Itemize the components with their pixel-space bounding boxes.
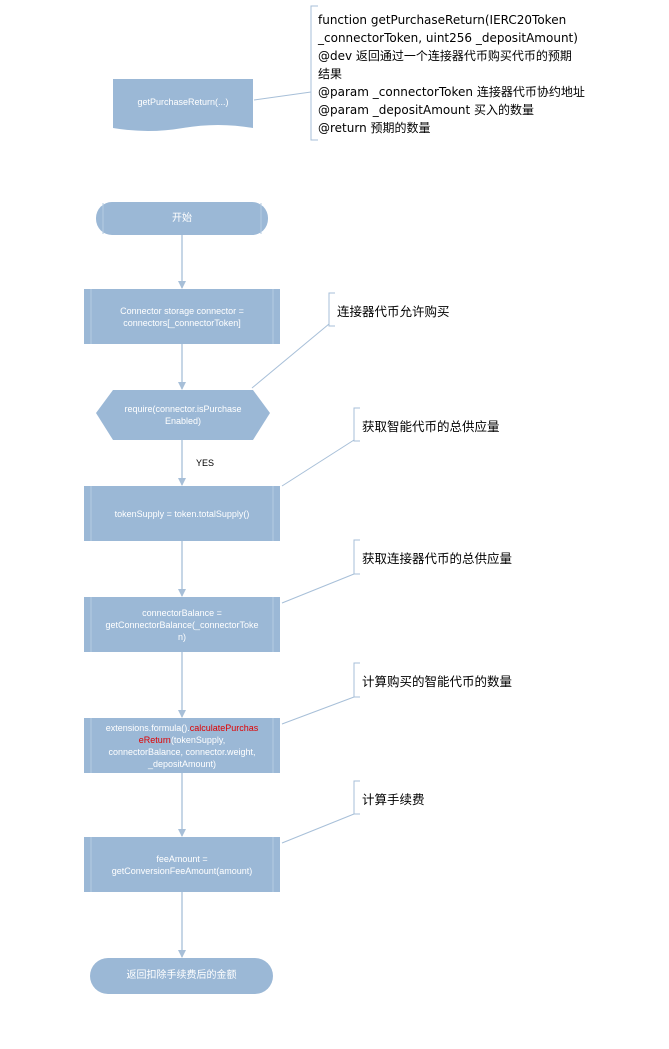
step2-shape (84, 486, 280, 541)
step4-highlight: eReturn (138, 734, 171, 745)
note4-bracket (353, 662, 360, 698)
step2-label: tokenSupply = token.totalSupply() (114, 508, 250, 519)
end-node: 返回扣除手续费后的金额 (90, 958, 273, 994)
func-node-label: getPurchaseReturn(...) (113, 82, 253, 122)
doc-line: @param _depositAmount 买入的数量 (318, 103, 534, 117)
func-node-shape (113, 79, 253, 131)
step4-highlight: calculatePurchas (189, 722, 259, 733)
note-total-supply: 获取智能代币的总供应量 (362, 419, 500, 434)
yes-label: YES (196, 458, 215, 468)
note3-bracket (353, 539, 360, 575)
doc-line: @return 预期的数量 (318, 121, 431, 135)
step3-line: n) (177, 631, 186, 642)
end-label: 返回扣除手续费后的金额 (126, 970, 237, 981)
doc-line: 结果 (318, 67, 343, 81)
step3-line: getConnectorBalance(_connectorToke (105, 619, 259, 630)
step1-shape (84, 289, 280, 344)
step4-line: extensions.formula().calculatePurchas (106, 722, 259, 734)
note1-line (251, 323, 330, 389)
step4-line: connectorBalance, connector.weight, (108, 746, 256, 757)
doc-comment: function getPurchaseReturn(IERC20Token _… (318, 11, 618, 137)
doc-line: _connectorToken, uint256 _depositAmount) (318, 31, 578, 45)
note-connector-allowed: 连接器代币允许购买 (337, 304, 450, 319)
step4-shape (84, 718, 280, 773)
start-label: 开始 (172, 212, 192, 224)
step4-args: (tokenSupply, (170, 734, 226, 745)
step4-line: eReturn(tokenSupply, (139, 734, 225, 746)
step4-line: _depositAmount) (147, 758, 217, 769)
step5-line: getConversionFeeAmount(amount) (111, 865, 253, 876)
step5-shape (84, 837, 280, 892)
step3-shape (84, 597, 280, 652)
step3-node: connectorBalance = getConnectorBalance(_… (92, 597, 272, 652)
doc-bracket (310, 5, 318, 141)
start-shape (96, 202, 268, 235)
note1-bracket (328, 292, 335, 327)
note-fee: 计算手续费 (362, 792, 425, 807)
note4-line (281, 696, 355, 725)
step1-node: Connector storage connector = connectors… (92, 289, 272, 344)
step2-node: tokenSupply = token.totalSupply() (92, 486, 272, 541)
step5-node: feeAmount = getConversionFeeAmount(amoun… (92, 837, 272, 892)
start-node: 开始 (96, 202, 268, 235)
note5-bracket (353, 780, 360, 815)
step5-line: feeAmount = (156, 853, 208, 864)
step3-line: connectorBalance = (142, 607, 222, 618)
step1-line: Connector storage connector = (120, 305, 244, 316)
doc-connector-line (253, 91, 312, 101)
decision-shape (96, 390, 270, 440)
step1-line: connectors[_connectorToken] (123, 317, 241, 328)
note-purchase-amount: 计算购买的智能代币的数量 (362, 674, 513, 689)
decision-line: require(connector.isPurchase (124, 404, 242, 414)
step4-prefix: extensions.formula(). (105, 722, 190, 733)
note2-bracket (353, 407, 360, 442)
doc-line: @param _connectorToken 连接器代币协约地址 (318, 85, 585, 99)
doc-line: @dev 返回通过一个连接器代币购买代币的预期 (318, 49, 572, 63)
decision-node: require(connector.isPurchase Enabled) (110, 390, 256, 440)
func-node-text: getPurchaseReturn(...) (137, 97, 229, 107)
note2-line (281, 439, 355, 487)
note5-line (281, 813, 355, 844)
end-shape (90, 958, 273, 994)
decision-line: Enabled) (164, 416, 202, 426)
note-connector-supply: 获取连接器代币的总供应量 (362, 551, 513, 566)
note3-line (281, 573, 355, 604)
step4-node: extensions.formula().calculatePurchas eR… (88, 718, 276, 773)
doc-line: function getPurchaseReturn(IERC20Token (318, 13, 567, 27)
